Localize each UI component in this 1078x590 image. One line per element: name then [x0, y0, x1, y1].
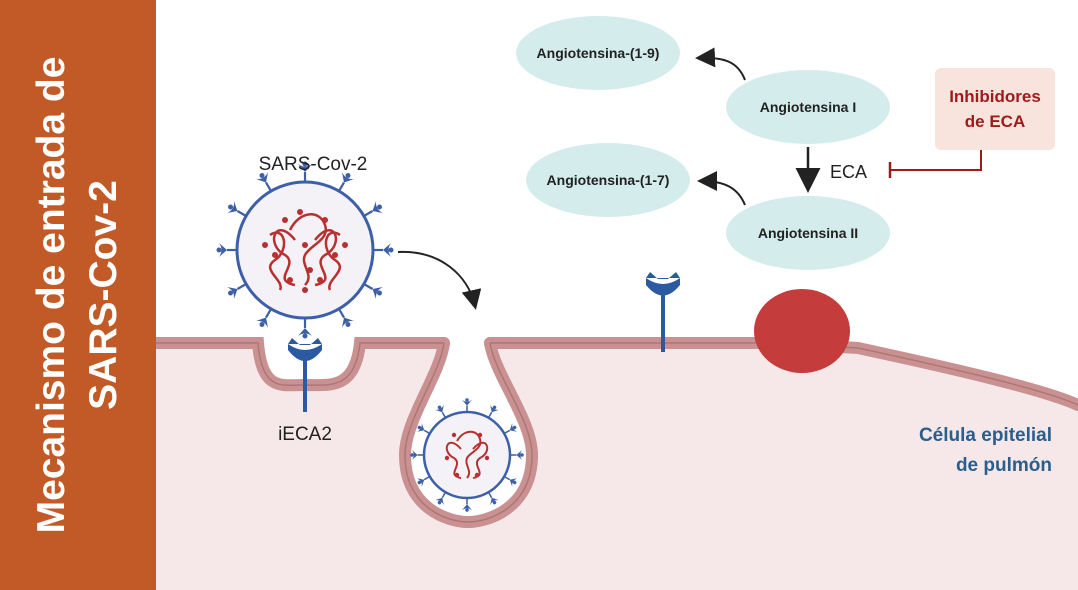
enzyme-label: ECA — [830, 162, 867, 182]
inhibitor-box — [935, 68, 1055, 150]
cell-label-line1: Célula epitelial — [919, 425, 1052, 446]
node-ang1-label: Angiotensina I — [760, 99, 856, 115]
virus-large-icon — [215, 160, 395, 340]
sidebar-title-line2: SARS-Cov-2 — [82, 180, 125, 410]
arrow-ang2-to-ang17 — [697, 171, 746, 206]
inhibitor-label-line1: Inhibidores — [949, 87, 1041, 106]
sidebar-title-line1: Mecanismo de entrada de — [30, 56, 73, 534]
entry-arrow — [397, 250, 482, 310]
node-ang19-label: Angiotensina-(1-9) — [537, 45, 660, 61]
membrane-protein — [754, 289, 850, 373]
node-ang2 — [726, 196, 890, 270]
sidebar-title: Mecanismo de entrada de SARS-Cov-2 — [26, 0, 130, 590]
node-ang19 — [516, 16, 680, 90]
receptor-iECA2 — [288, 338, 322, 412]
node-ang17-label: Angiotensina-(1-7) — [547, 172, 670, 188]
receptor-label: iECA2 — [278, 424, 332, 445]
virus-label: SARS-Cov-2 — [259, 154, 368, 175]
receptor-right — [646, 272, 680, 352]
inhibition-line — [890, 150, 982, 171]
sidebar-title-panel: Mecanismo de entrada de SARS-Cov-2 — [0, 0, 156, 590]
node-ang1 — [726, 70, 890, 144]
cell-label-line2: de pulmón — [956, 455, 1052, 476]
arrow-ang1-to-ang19 — [695, 47, 746, 81]
node-ang2-label: Angiotensina II — [758, 225, 858, 241]
virus-small-icon — [409, 397, 525, 513]
cell-interior — [156, 343, 1078, 590]
node-ang17 — [526, 143, 690, 217]
inhibitor-label-line2: de ECA — [965, 112, 1025, 131]
